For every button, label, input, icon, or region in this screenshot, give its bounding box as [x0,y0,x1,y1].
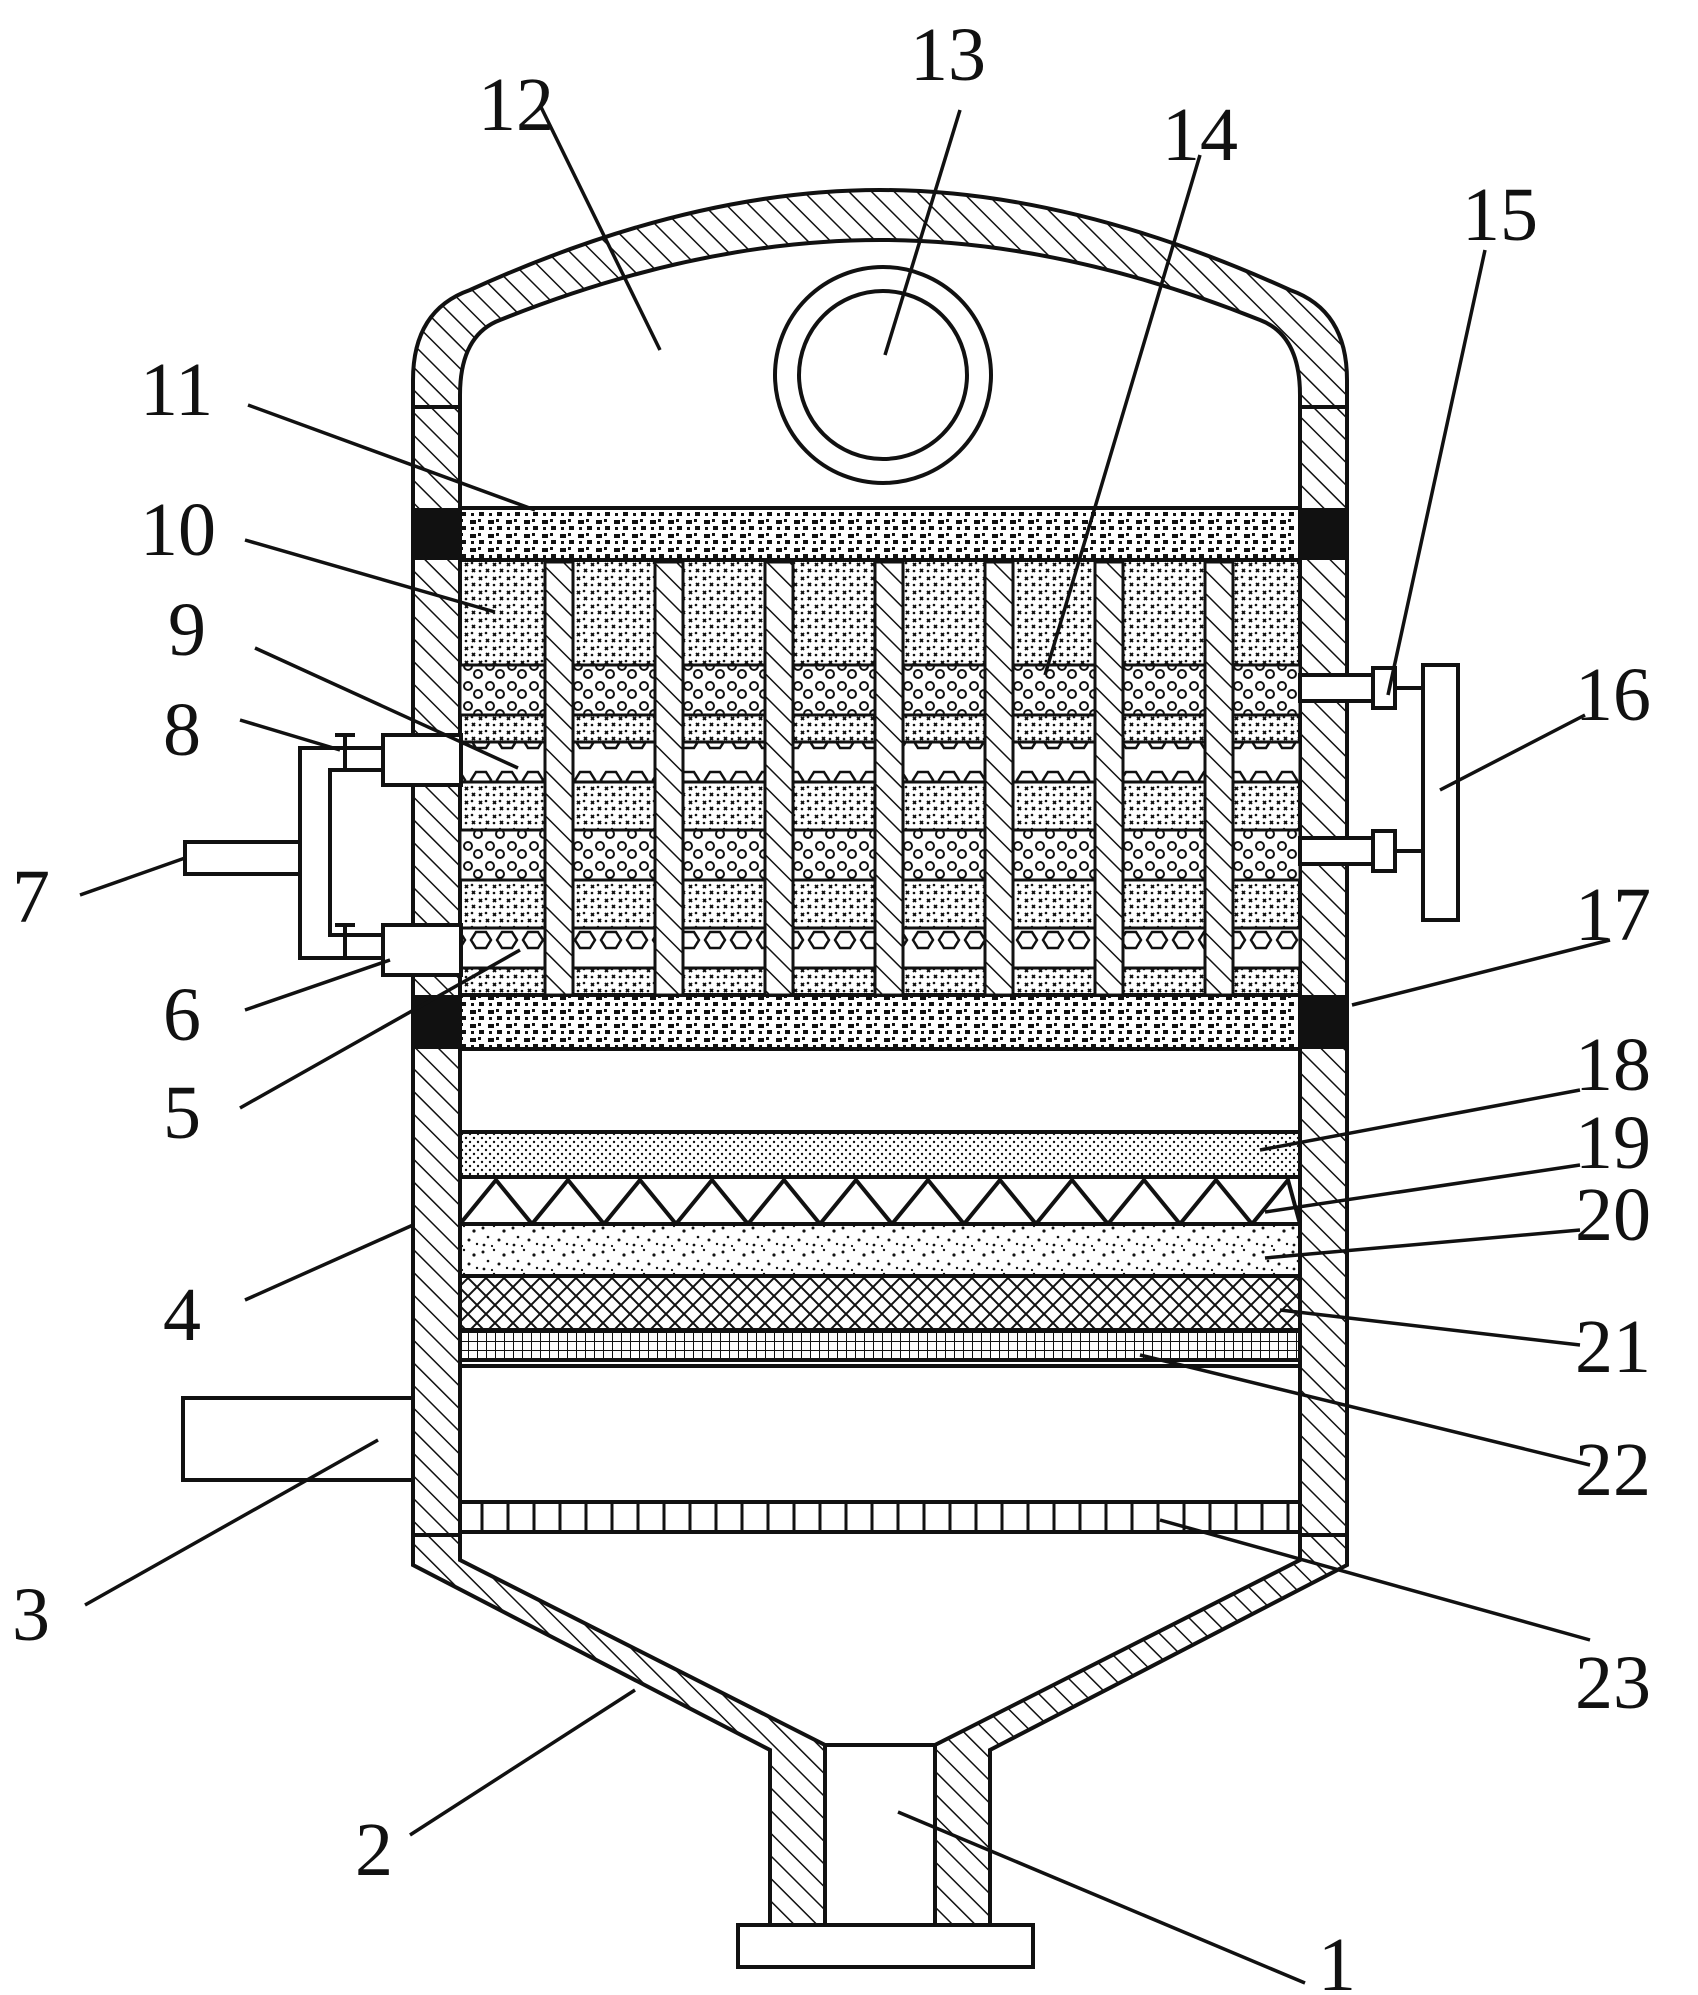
callout-17: 17 [1575,873,1651,957]
callout-23: 23 [1575,1641,1651,1725]
right-wall [1298,405,1349,1537]
callout-3: 3 [12,1573,50,1657]
bottom-outlet-pipe [823,1743,937,1927]
filter-tube [653,560,685,997]
callout-9: 9 [168,588,206,672]
callout-15: 15 [1462,173,1538,257]
filter-tube [1203,560,1235,997]
filter-tube [1093,560,1125,997]
callout-12: 12 [478,63,554,147]
callout-1: 1 [1318,1923,1356,1995]
callout-20: 20 [1575,1173,1651,1257]
left-valve-assembly [183,733,463,977]
exhaust-port [773,265,993,485]
callout-2: 2 [355,1808,393,1892]
callout-19: 19 [1575,1101,1651,1185]
bottom-flange [736,1923,1035,1969]
callout-14: 14 [1162,93,1238,177]
callout-16: 16 [1575,653,1651,737]
cone-wall [411,1533,827,1927]
lower-filter-layers [458,1130,1302,1534]
callout-8: 8 [163,688,201,772]
leader-lines [79,104,1611,1985]
dome-wall [411,187,1349,409]
callout-labels: 1 2 3 4 5 6 7 8 9 10 11 12 13 14 15 16 1… [12,13,1651,1995]
filter-tube [873,560,905,997]
callout-21: 21 [1575,1305,1651,1389]
callout-7: 7 [12,855,50,939]
callout-6: 6 [163,973,201,1057]
callout-13: 13 [910,13,986,97]
callout-11: 11 [140,348,213,432]
side-inlet-pipe [181,1396,415,1482]
filter-tube [763,560,795,997]
right-panel-assembly [1298,663,1460,922]
vessel-shell [181,187,1349,1969]
callout-10: 10 [140,488,216,572]
callout-4: 4 [163,1273,201,1357]
callout-18: 18 [1575,1023,1651,1107]
callout-22: 22 [1575,1428,1651,1512]
callout-5: 5 [163,1071,201,1155]
filter-tube [543,560,575,997]
filter-chamber [458,558,1302,997]
filter-tube [983,560,1015,997]
